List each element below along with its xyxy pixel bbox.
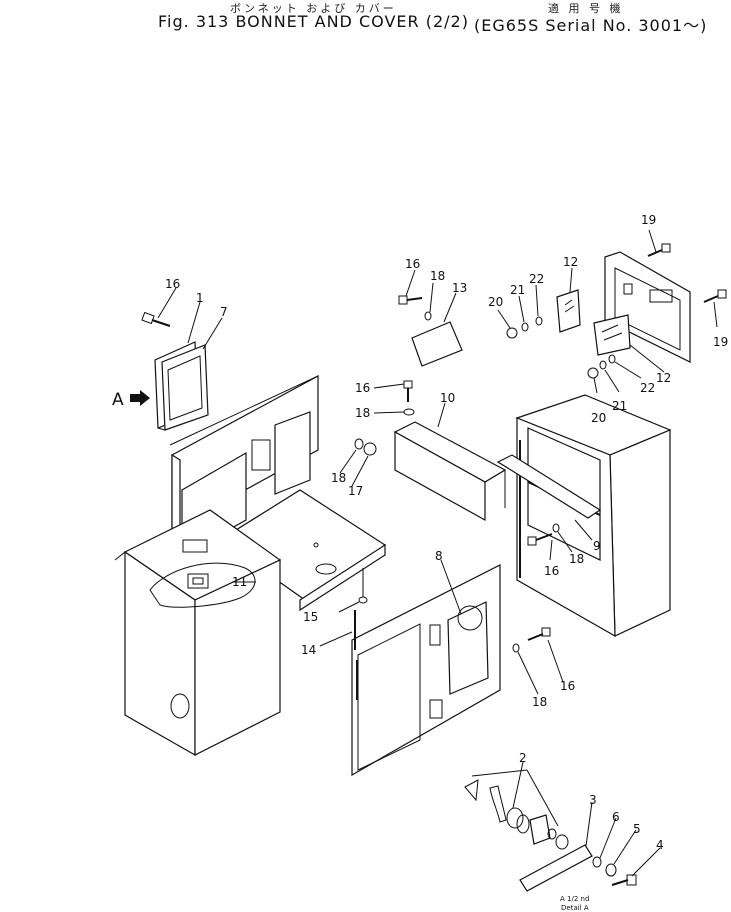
access-cover-13: [411, 321, 463, 367]
callout-8: 8: [435, 549, 443, 563]
washer-21-lower: [599, 360, 607, 370]
bolt-19-right: [703, 289, 727, 303]
detail-a-marker: A: [112, 390, 124, 410]
callout-13: 13: [452, 281, 467, 295]
callout-18-mid: 18: [355, 406, 370, 420]
right-frame-box: [496, 394, 672, 638]
callout-21-upper: 21: [510, 283, 525, 297]
washer-22-upper: [535, 316, 543, 326]
callout-22-upper: 22: [529, 272, 544, 286]
bonnet-box: [114, 509, 282, 757]
callout-20-upper: 20: [488, 295, 503, 309]
callout-18-right: 18: [569, 552, 584, 566]
callout-2: 2: [519, 751, 527, 765]
callout-19-top: 19: [641, 213, 656, 227]
callout-5: 5: [633, 822, 641, 836]
callout-4: 4: [656, 838, 664, 852]
callout-9: 9: [593, 539, 601, 553]
callout-18-side: 18: [331, 471, 346, 485]
bolt-16-mid: [403, 380, 413, 402]
callout-16-left: 16: [165, 277, 180, 291]
callout-19-right: 19: [713, 335, 728, 349]
filter-hatching: [564, 299, 623, 341]
callout-11: 11: [232, 575, 247, 589]
front-door-panel: [351, 564, 501, 777]
latch-plate-3: [519, 844, 593, 892]
callout-16-right: 16: [544, 564, 559, 578]
latch-assembly: [464, 769, 569, 850]
washer-22-lower: [608, 354, 616, 364]
callout-18-top: 18: [430, 269, 445, 283]
washer-5: [605, 863, 617, 877]
washer-18-right: [552, 523, 560, 533]
callout-21-lower: 21: [612, 399, 627, 413]
callout-17: 17: [348, 484, 363, 498]
japanese-applies-label: 適 用 号 機: [548, 2, 624, 15]
callout-18-door: 18: [532, 695, 547, 709]
callout-7: 7: [220, 305, 228, 319]
callout-16-top: 16: [405, 257, 420, 271]
washer-6: [592, 856, 602, 868]
serial-range: (EG65S Serial No. 3001～): [474, 16, 708, 35]
callout-12-upper: 12: [563, 255, 578, 269]
callout-15: 15: [303, 610, 318, 624]
door-detail-A: [154, 341, 209, 431]
arrow-icon: [130, 390, 150, 406]
washer-18-mid: [403, 408, 415, 416]
washer-21-upper: [521, 322, 529, 332]
callout-1: 1: [196, 291, 204, 305]
pin-15: [358, 596, 368, 604]
nut-20-lower: [587, 367, 599, 379]
callout-16-mid: 16: [355, 381, 370, 395]
nut-20-upper: [506, 327, 518, 339]
channel-bracket-10: [393, 421, 507, 522]
bolt-16-right: [527, 533, 553, 546]
callout-22-lower: 22: [640, 381, 655, 395]
bolt-19-top: [647, 243, 671, 257]
callout-14: 14: [301, 643, 316, 657]
leader-lines: [157, 229, 718, 877]
washer-18-door: [512, 643, 520, 653]
callout-20-lower: 20: [591, 411, 606, 425]
detail-caption: Detail A: [561, 904, 589, 912]
japanese-title: ボンネット および カバー: [230, 2, 397, 15]
callout-3: 3: [589, 793, 597, 807]
bolt-16-door: [527, 627, 551, 641]
washer-18-side: [354, 438, 364, 450]
bolt-16-top: [398, 295, 423, 305]
washer-18-top: [424, 311, 432, 321]
detail-scale: A 1/2 nd: [560, 895, 589, 903]
filter-panel-12-lower: [593, 314, 631, 356]
callout-12-lower: 12: [656, 371, 671, 385]
bolt-16-left: [141, 311, 171, 327]
grille-frame: [604, 251, 691, 363]
figure-title: Fig. 313 BONNET AND COVER (2/2): [158, 12, 469, 31]
filter-panel-12-upper: [556, 289, 581, 333]
callout-16-door: 16: [560, 679, 575, 693]
callout-10: 10: [440, 391, 455, 405]
callout-6: 6: [612, 810, 620, 824]
nut-17: [363, 442, 377, 456]
screw-4: [611, 874, 637, 886]
